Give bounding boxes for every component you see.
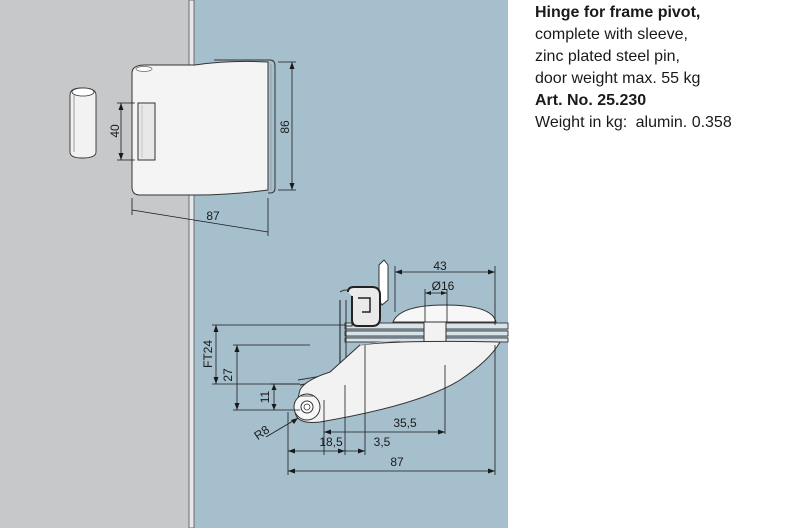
- plan-dimensions: [212, 266, 496, 475]
- dim-height-40: 40: [108, 124, 122, 138]
- seal-gasket: [347, 286, 381, 327]
- dim-18-5: 18,5: [319, 435, 343, 449]
- dim-width-87-plan: 87: [390, 455, 404, 469]
- plan-dimension-arrows: [213, 269, 495, 474]
- weight-label: Weight in kg:: [535, 114, 628, 131]
- dim-ft24: FT24: [201, 340, 215, 368]
- product-title: Hinge for frame pivot,: [535, 4, 701, 21]
- dim-height-86: 86: [278, 120, 292, 134]
- hinge-arm: [294, 340, 501, 423]
- frame-edge: [188, 0, 195, 528]
- product-feature-sleeve: complete with sleeve,: [535, 26, 688, 43]
- dim-11: 11: [258, 390, 272, 403]
- dim-diameter-16: Ø16: [432, 279, 455, 293]
- front-dimensions: [117, 61, 296, 236]
- dim-width-87-front: 87: [206, 209, 220, 223]
- hinge-body-front: [131, 59, 276, 196]
- front-dimension-arrows: [118, 62, 295, 190]
- article-number: Art. No. 25.230: [535, 92, 647, 109]
- dim-3-5: 3,5: [374, 435, 391, 449]
- product-feature-weight-limit: door weight max. 55 kg: [535, 70, 701, 87]
- weight-material: alumin.: [635, 114, 688, 131]
- dim-width-43: 43: [433, 259, 447, 273]
- sleeve-part: [69, 87, 97, 159]
- weight-row: Weight in kg: alumin. 0.358: [535, 112, 785, 134]
- product-feature-pin: zinc plated steel pin,: [535, 48, 680, 65]
- pivot-knuckle: [293, 393, 321, 421]
- dim-35-5: 35,5: [393, 416, 417, 430]
- weight-value: 0.358: [691, 114, 732, 131]
- dim-27: 27: [221, 368, 235, 382]
- product-description: Hinge for frame pivot, complete with sle…: [535, 2, 785, 134]
